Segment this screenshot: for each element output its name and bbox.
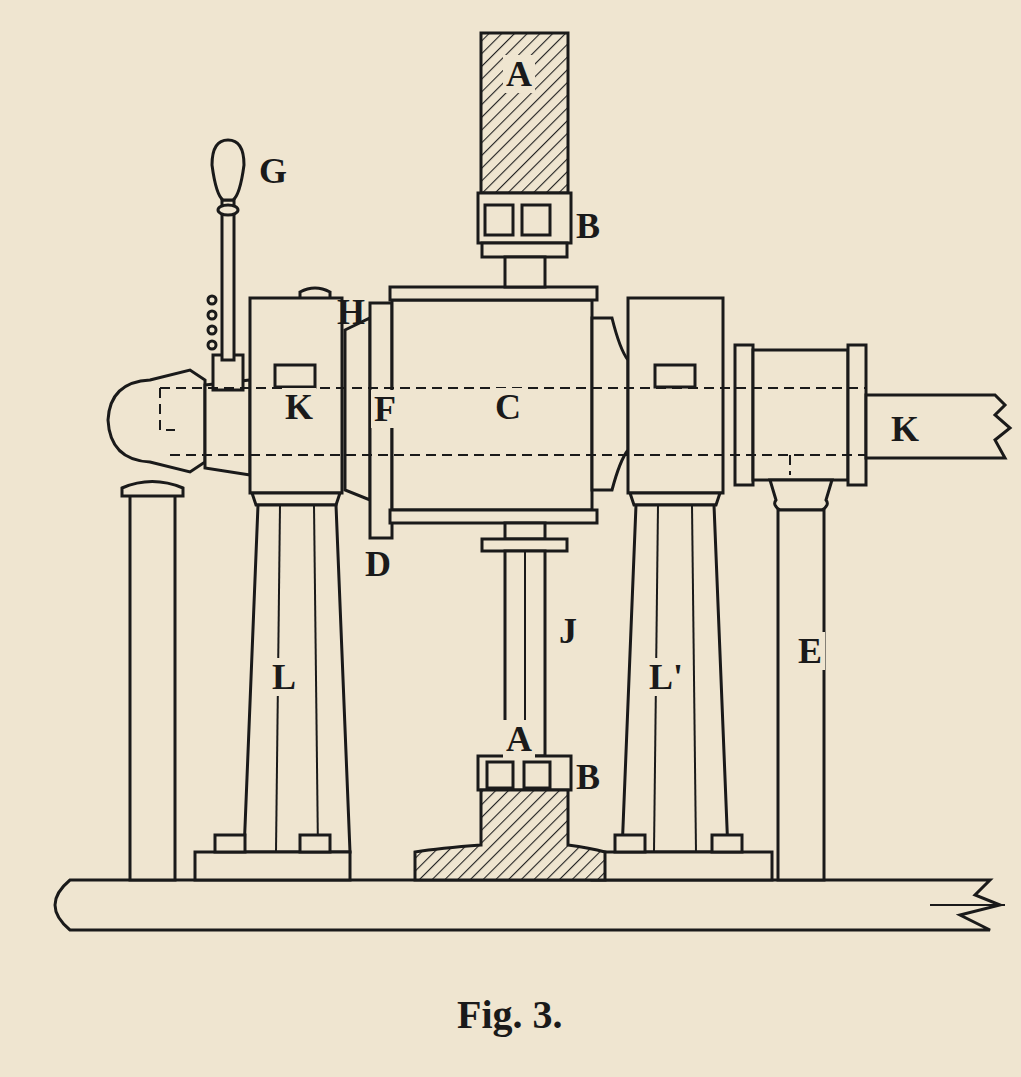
part-letter: H	[334, 293, 368, 331]
part-letter: L	[269, 658, 299, 696]
part-letter: B	[573, 207, 603, 245]
part-letter: K	[282, 388, 316, 426]
part-letter: J	[556, 612, 580, 650]
part-letter: K	[888, 410, 922, 448]
part-letter: B	[573, 758, 603, 796]
part-letter: A	[503, 720, 535, 758]
part-letter: E	[795, 632, 825, 670]
part-letter: F	[371, 390, 399, 428]
part-letter: C	[492, 388, 524, 426]
part-letter: A	[503, 55, 535, 93]
figure-caption: Fig. 3.	[457, 995, 563, 1035]
part-letter: L'	[646, 658, 686, 696]
part-letter: G	[256, 152, 290, 190]
part-letter: D	[362, 545, 394, 583]
